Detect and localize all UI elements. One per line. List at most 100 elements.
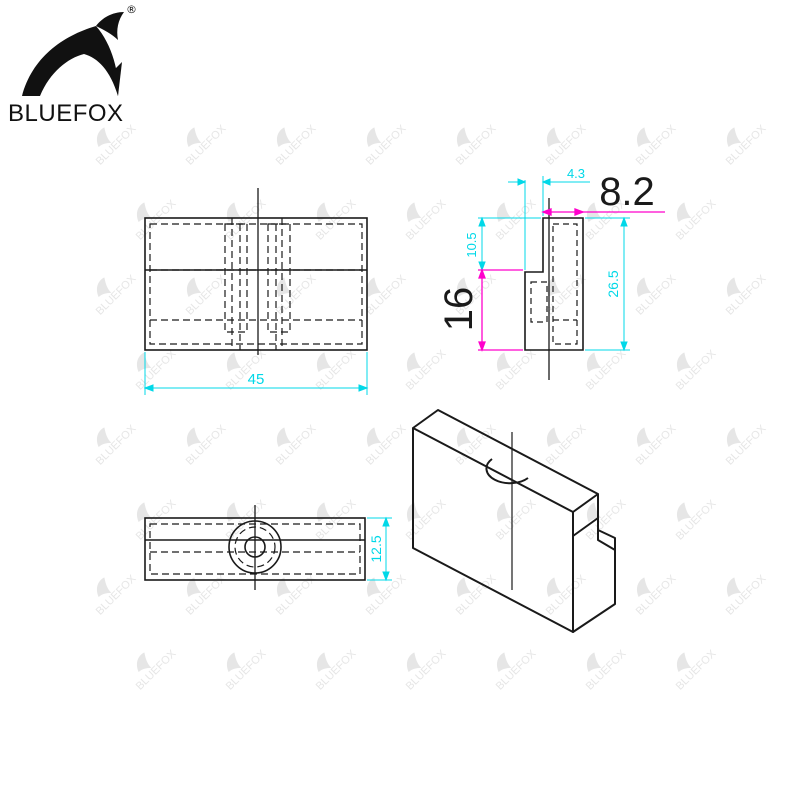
watermark-fox-icon <box>496 502 512 523</box>
watermark-fox-icon <box>456 277 472 298</box>
watermark-stamp: BLUEFOX <box>404 197 449 242</box>
registered-mark: ® <box>126 3 137 16</box>
watermark-fox-icon <box>276 427 292 448</box>
watermark-stamp: BLUEFOX <box>94 572 139 617</box>
watermark-fox-icon <box>366 427 382 448</box>
watermark-stamp: BLUEFOX <box>724 422 769 467</box>
watermark-stamp: BLUEFOX <box>224 497 269 542</box>
slot-dimension <box>508 176 590 270</box>
watermark-fox-icon <box>546 577 562 598</box>
top-view <box>144 505 366 590</box>
watermark-fox-icon <box>546 427 562 448</box>
watermark-fox-icon <box>726 577 742 598</box>
fox-head-icon <box>22 12 124 96</box>
watermark-stamp: BLUEFOX <box>314 497 359 542</box>
side-view <box>524 198 584 380</box>
watermark-fox-icon <box>586 352 602 373</box>
watermark-fox-icon <box>496 352 512 373</box>
watermark-stamp: BLUEFOX <box>674 347 719 392</box>
watermark-fox-icon <box>636 277 652 298</box>
watermark-stamp: BLUEFOX <box>404 497 449 542</box>
watermark-fox-icon <box>676 352 692 373</box>
watermark-fox-icon <box>406 652 422 673</box>
watermark-stamp: BLUEFOX <box>274 422 319 467</box>
watermark-stamp: BLUEFOX <box>184 122 229 167</box>
watermark-stamp: BLUEFOX <box>364 122 409 167</box>
watermark-stamp: BLUEFOX <box>274 122 319 167</box>
watermark-fox-icon <box>726 127 742 148</box>
watermark-stamp: BLUEFOX <box>314 647 359 692</box>
watermark-fox-icon <box>226 652 242 673</box>
watermark-fox-icon <box>186 427 202 448</box>
watermark-fox-icon <box>136 352 152 373</box>
watermark-stamp: BLUEFOX <box>544 422 589 467</box>
watermark-stamp: BLUEFOX <box>724 272 769 317</box>
watermark-fox-icon <box>726 277 742 298</box>
top-view-hidden-lines <box>149 523 361 575</box>
watermark-fox-icon <box>636 127 652 148</box>
watermark-stamp: BLUEFOX <box>94 122 139 167</box>
watermark-fox-icon <box>586 652 602 673</box>
total-height-dimension <box>585 216 630 352</box>
watermark-fox-icon <box>496 652 512 673</box>
watermark-fox-icon <box>96 127 112 148</box>
watermark-fox-icon <box>546 277 562 298</box>
watermark-stamp: BLUEFOX <box>94 272 139 317</box>
watermark-fox-icon <box>186 127 202 148</box>
watermark-stamp: BLUEFOX <box>724 572 769 617</box>
watermark-stamp: BLUEFOX <box>724 122 769 167</box>
watermark-fox-icon <box>316 352 332 373</box>
top-width-label: 8.2 <box>599 170 655 214</box>
watermark-stamp: BLUEFOX <box>134 497 179 542</box>
watermark-stamp: BLUEFOX <box>544 122 589 167</box>
watermark-stamp: BLUEFOX <box>674 647 719 692</box>
watermark-fox-icon <box>676 202 692 223</box>
slot-width-label: 4.3 <box>567 166 585 181</box>
watermark-stamp: BLUEFOX <box>494 197 539 242</box>
watermark-fox-icon <box>676 502 692 523</box>
watermark-fox-icon <box>276 277 292 298</box>
watermark-stamp: BLUEFOX <box>314 197 359 242</box>
watermark-stamp: BLUEFOX <box>314 347 359 392</box>
watermark-stamp: BLUEFOX <box>404 347 449 392</box>
upper-height-label: 10.5 <box>464 232 479 257</box>
lower-height-dimension <box>478 268 523 352</box>
watermark-stamp: BLUEFOX <box>454 122 499 167</box>
watermark-fox-icon <box>366 277 382 298</box>
watermark-fox-icon <box>496 202 512 223</box>
watermark-stamp: BLUEFOX <box>364 572 409 617</box>
watermark-stamp: BLUEFOX <box>94 422 139 467</box>
watermark-fox-icon <box>406 352 422 373</box>
isometric-view <box>412 409 616 633</box>
watermark-stamp: BLUEFOX <box>584 347 629 392</box>
watermark-stamp: BLUEFOX <box>494 497 539 542</box>
watermark-fox-icon <box>96 427 112 448</box>
watermark-stamp: BLUEFOX <box>584 497 629 542</box>
watermark-fox-icon <box>226 352 242 373</box>
watermark-stamp: BLUEFOX <box>404 647 449 692</box>
front-view-hidden-lines <box>149 218 363 350</box>
watermark-fox-icon <box>96 277 112 298</box>
depth-label: 12.5 <box>368 535 384 562</box>
watermark-stamp: BLUEFOX <box>634 272 679 317</box>
watermark-fox-icon <box>406 502 422 523</box>
watermark-fox-icon <box>316 652 332 673</box>
watermark-fox-icon <box>546 127 562 148</box>
watermark-stamp: BLUEFOX <box>134 197 179 242</box>
total-height-label: 26.5 <box>605 270 621 297</box>
watermark-fox-icon <box>186 277 202 298</box>
watermark-fox-icon <box>366 127 382 148</box>
watermark-fox-icon <box>636 577 652 598</box>
watermark-fox-icon <box>136 652 152 673</box>
front-view <box>144 188 368 355</box>
watermark-fox-icon <box>96 577 112 598</box>
watermark-stamp: BLUEFOX <box>674 497 719 542</box>
watermark-stamp: BLUEFOX <box>634 422 679 467</box>
watermark-stamp: BLUEFOX <box>634 572 679 617</box>
watermark-stamp: BLUEFOX <box>224 647 269 692</box>
watermark-fox-icon <box>726 427 742 448</box>
front-width-label: 45 <box>248 371 265 388</box>
